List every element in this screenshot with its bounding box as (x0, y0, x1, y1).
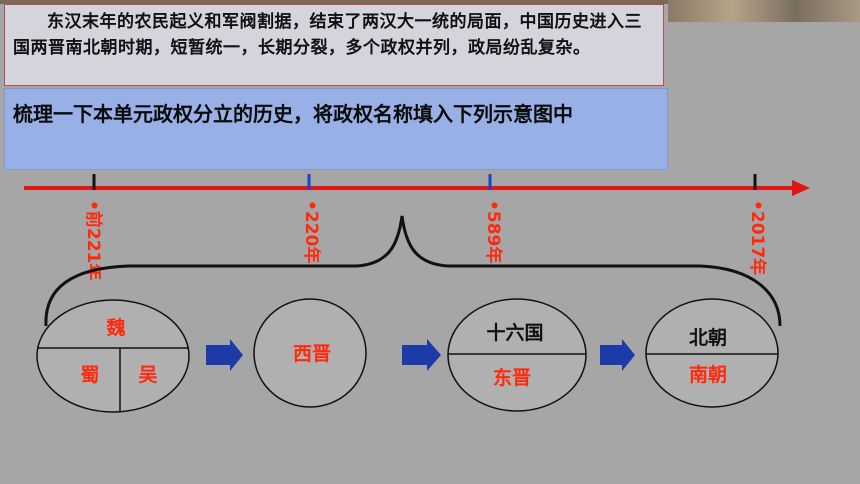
grouping-brace (44, 215, 782, 327)
intro-text: 东汉末年的农民起义和军阀割据，结束了两汉大一统的局面，中国历史进入三国两晋南北朝… (13, 12, 642, 58)
regime-southern-dynasties: 南朝 (689, 364, 727, 386)
intro-textbox: 东汉末年的农民起义和军阀割据，结束了两汉大一统的局面，中国历史进入三国两晋南北朝… (4, 4, 664, 86)
ellipse-sixteen-kingdoms-eastern-jin (447, 298, 587, 412)
ellipse-three-kingdoms (36, 299, 190, 413)
ellipse-northern-southern-dynasties (645, 298, 779, 408)
regime-sixteen-kingdoms: 十六国 (486, 321, 543, 344)
regime-western-jin: 西晋 (293, 343, 331, 365)
arrow-right-icon (206, 339, 243, 371)
regime-northern-dynasties: 北朝 (689, 327, 727, 349)
task-textbox: 梳理一下本单元政权分立的历史，将政权名称填入下列示意图中 (4, 88, 668, 170)
date-label-221bc: •前221年 (83, 200, 104, 280)
regime-shu: 蜀 (80, 364, 99, 386)
arrow-right-icon (402, 339, 441, 371)
timeline-arrowhead (792, 180, 810, 196)
task-text: 梳理一下本单元政权分立的历史，将政权名称填入下列示意图中 (13, 102, 573, 126)
date-label-589: •589年 (483, 200, 504, 263)
ellipse-western-jin (253, 298, 367, 408)
date-label-220: •220年 (301, 200, 322, 263)
date-label-2017: •2017年 (747, 200, 768, 275)
arrow-right-icon (600, 339, 635, 371)
background-photo-strip (668, 0, 860, 22)
top-edge-strip (0, 0, 860, 4)
regime-wu: 吴 (138, 364, 157, 386)
regime-wei: 魏 (105, 316, 125, 339)
regime-eastern-jin: 东晋 (493, 366, 531, 389)
